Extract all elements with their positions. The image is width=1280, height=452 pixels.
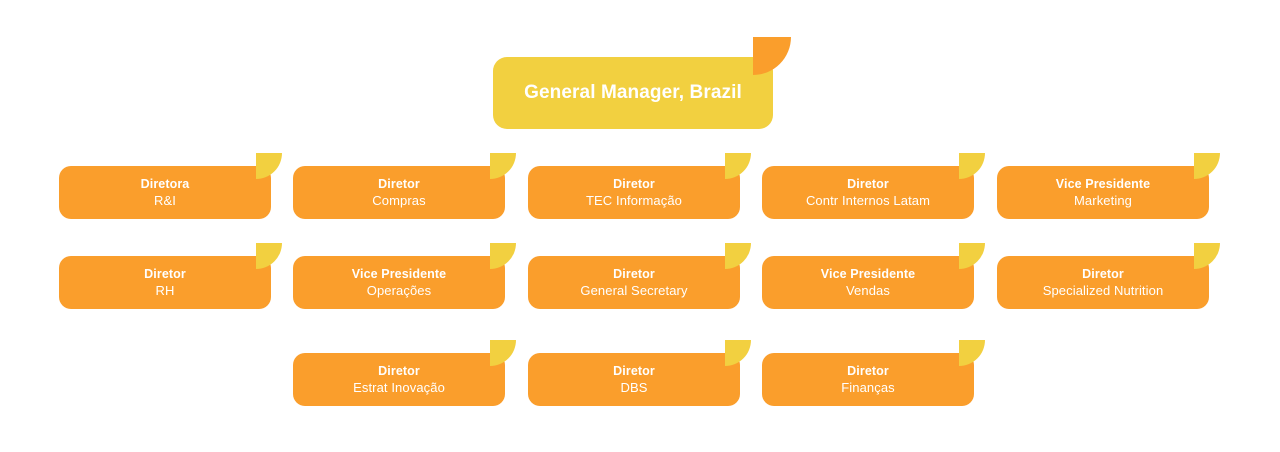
org-node-title: Diretor (378, 363, 420, 378)
corner-fold-icon (753, 37, 791, 75)
corner-fold-icon (1194, 153, 1220, 179)
corner-fold-icon (490, 243, 516, 269)
corner-fold-icon (256, 243, 282, 269)
org-node-subtitle: DBS (620, 379, 648, 395)
org-node-subtitle: Compras (372, 192, 426, 208)
corner-fold-icon (959, 243, 985, 269)
org-node-subtitle: Estrat Inovação (353, 379, 445, 395)
corner-fold-icon (490, 340, 516, 366)
org-node-title: Vice Presidente (820, 266, 916, 281)
org-node-title: Vice Presidente (351, 266, 447, 281)
corner-fold-icon (725, 243, 751, 269)
corner-fold-icon (959, 340, 985, 366)
org-node-title: Diretor (847, 176, 889, 191)
corner-fold-icon (1194, 243, 1220, 269)
org-node-title: Diretora (140, 176, 190, 191)
org-node-title: Diretor (613, 266, 655, 281)
org-node-root[interactable]: General Manager, Brazil (493, 37, 791, 129)
org-node-subtitle: General Secretary (580, 282, 688, 298)
org-node-subtitle: Finanças (841, 379, 895, 395)
org-node-subtitle: Contr Internos Latam (805, 192, 931, 208)
org-node-title: General Manager, Brazil (524, 81, 742, 103)
corner-fold-icon (490, 153, 516, 179)
org-node-subtitle: R&I (154, 192, 176, 208)
org-node-subtitle: RH (155, 282, 175, 298)
org-node-title: Diretor (378, 176, 420, 191)
org-node-title: Diretor (144, 266, 186, 281)
org-node-title: Diretor (613, 176, 655, 191)
org-node-subtitle: Vendas (846, 282, 890, 298)
corner-fold-icon (725, 340, 751, 366)
corner-fold-icon (959, 153, 985, 179)
corner-fold-icon (725, 153, 751, 179)
org-node-subtitle: Operações (366, 282, 432, 298)
org-node-subtitle: Marketing (1074, 192, 1132, 208)
org-node-subtitle: Specialized Nutrition (1042, 282, 1164, 298)
org-node-title: Diretor (1082, 266, 1124, 281)
corner-fold-icon (256, 153, 282, 179)
org-node-title: Vice Presidente (1055, 176, 1151, 191)
org-node-subtitle: TEC Informação (585, 192, 683, 208)
org-node-title: Diretor (613, 363, 655, 378)
org-node-title: Diretor (847, 363, 889, 378)
